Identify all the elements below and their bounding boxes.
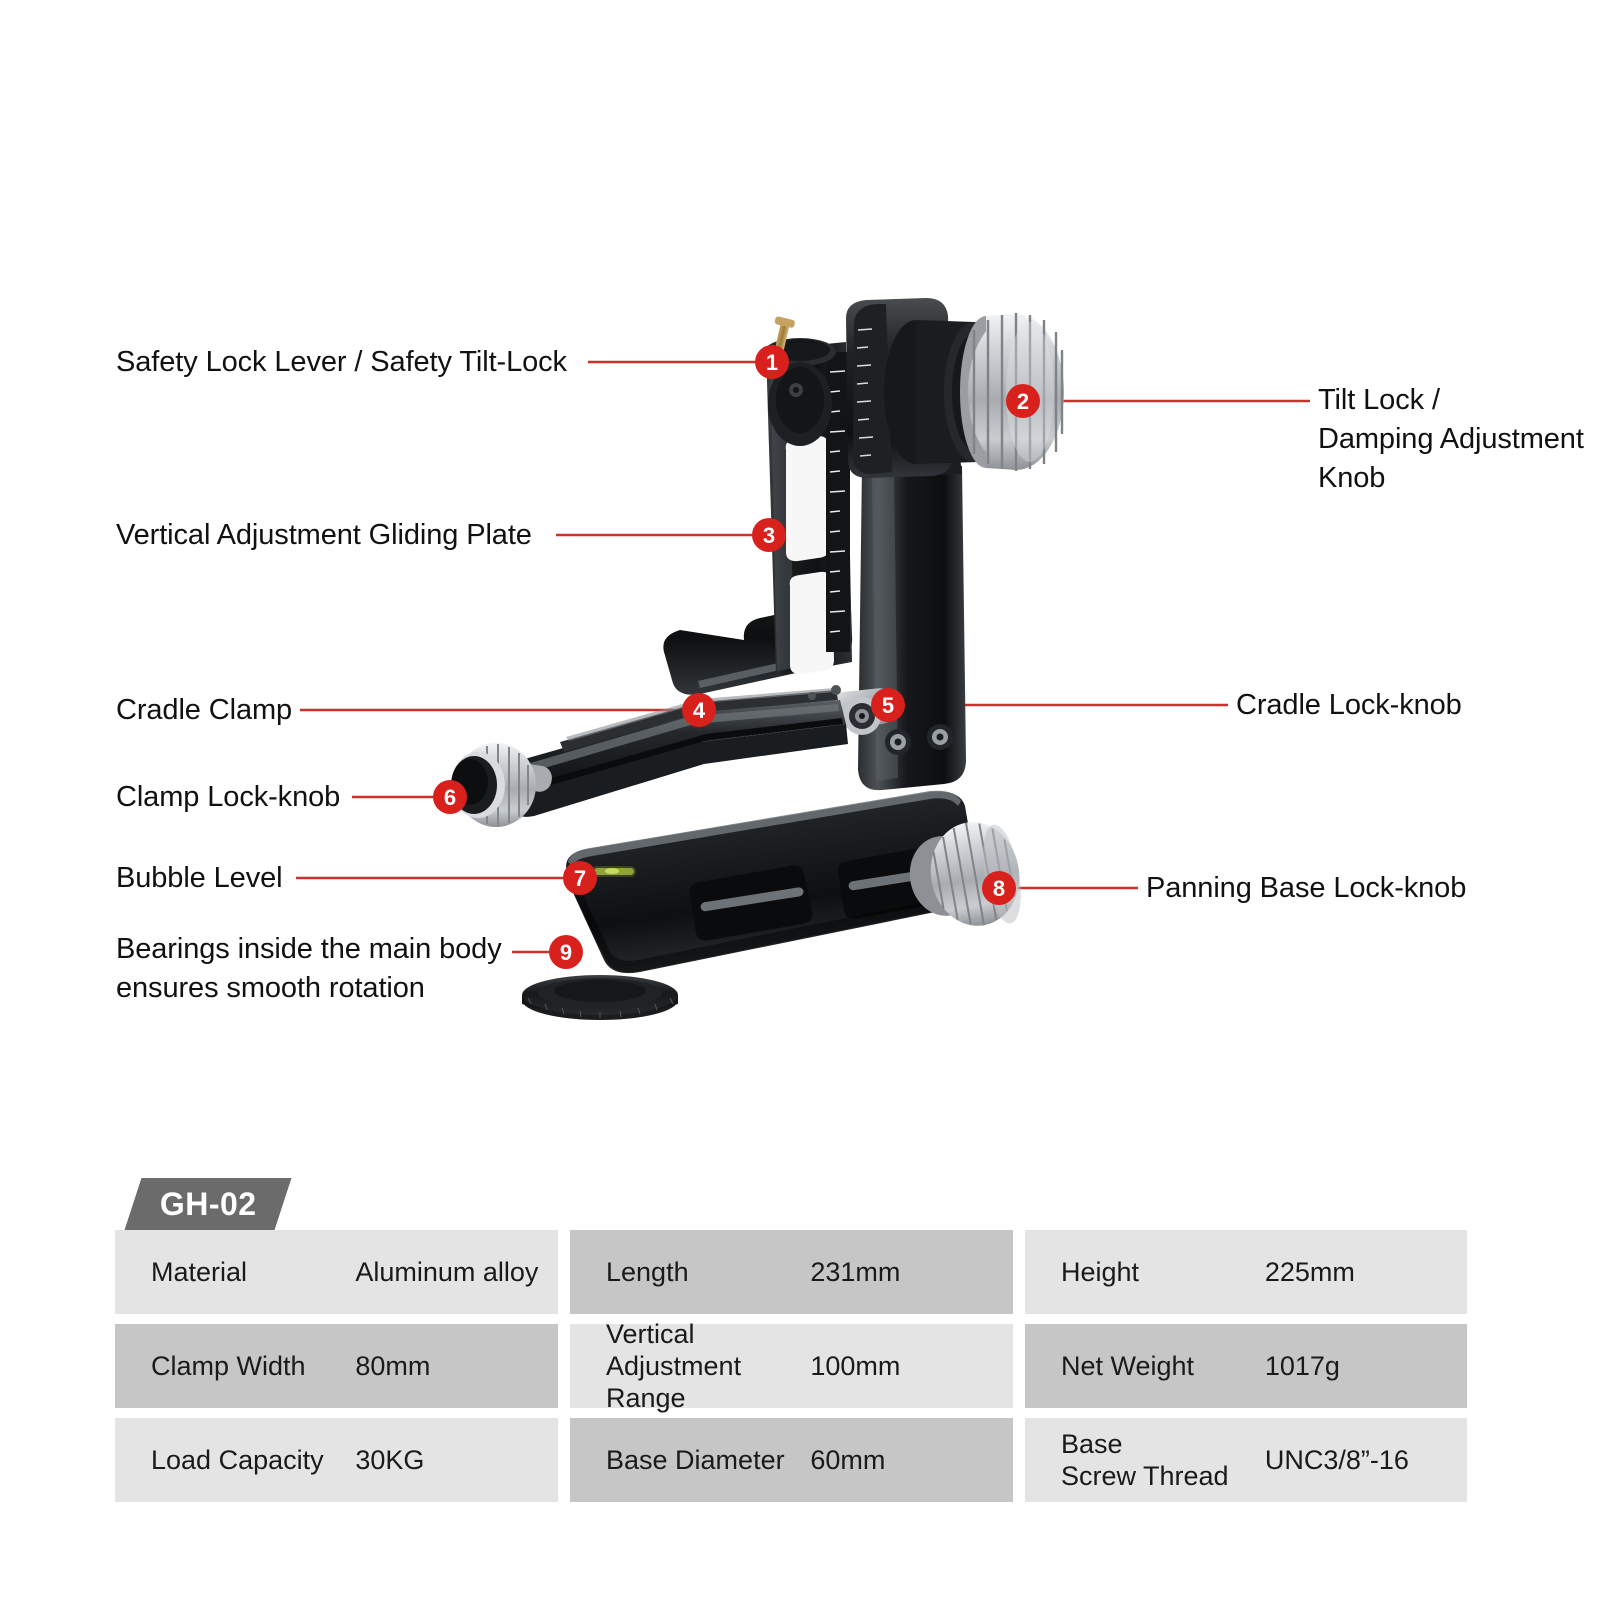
callout-markers: 1 2 3 4 5 6 7 8 9 (433, 345, 1040, 969)
spec-cell-vertical-adjustment-range: Vertical Adjustment Range 100mm (570, 1319, 1013, 1413)
callout-label-7: Bubble Level (116, 862, 283, 894)
callout-marker-3[interactable]: 3 (752, 518, 786, 552)
callout-label-5: Cradle Lock-knob (1236, 689, 1462, 721)
callout-marker-8[interactable]: 8 (982, 871, 1016, 905)
svg-text:8: 8 (993, 876, 1005, 901)
spec-value: Aluminum alloy (355, 1256, 539, 1287)
callout-marker-9[interactable]: 9 (549, 935, 583, 969)
callout-marker-1[interactable]: 1 (755, 345, 789, 379)
spec-key: Vertical Adjustment Range (606, 1319, 742, 1413)
svg-text:9: 9 (560, 940, 572, 965)
callout-marker-4[interactable]: 4 (682, 693, 716, 727)
svg-text:6: 6 (444, 785, 456, 810)
gimbal-head-illustration: 1 2 3 4 5 6 7 8 9 (296, 298, 1310, 1020)
spec-cell-clamp-width: Clamp Width 80mm (115, 1324, 558, 1408)
callout-label-2: Tilt Lock / Damping Adjustment Knob (1318, 384, 1584, 494)
leader-lines (296, 360, 1310, 954)
callout-label-1: Safety Lock Lever / Safety Tilt-Lock (116, 346, 567, 378)
callout-label-8: Panning Base Lock-knob (1146, 872, 1467, 904)
svg-text:4: 4 (693, 698, 706, 723)
spec-key: Base Screw Thread (1061, 1429, 1229, 1491)
spec-key: Net Weight (1061, 1350, 1195, 1381)
callout-label-9: Bearings inside the main body ensures sm… (116, 933, 502, 1004)
svg-text:1: 1 (766, 350, 778, 375)
spec-cell-load-capacity: Load Capacity 30KG (115, 1418, 558, 1502)
svg-text:7: 7 (574, 866, 586, 891)
spec-value: 80mm (355, 1350, 431, 1381)
spec-cell-length: Length 231mm (570, 1230, 1013, 1314)
gimbal-head-body (451, 298, 1064, 1020)
callout-label-3: Vertical Adjustment Gliding Plate (116, 519, 532, 551)
bubble-level-icon (592, 866, 636, 877)
svg-text:3: 3 (763, 523, 775, 548)
callout-marker-2[interactable]: 2 (1006, 384, 1040, 418)
callout-label-6: Clamp Lock-knob (116, 781, 341, 813)
table-row: Material Aluminum alloy Length 231mm Hei… (115, 1230, 1467, 1314)
spec-value: 225mm (1264, 1256, 1355, 1287)
callout-label-4: Cradle Clamp (116, 694, 293, 726)
spec-rows: Material Aluminum alloy Length 231mm Hei… (115, 1230, 1467, 1502)
callout-marker-5[interactable]: 5 (871, 688, 905, 722)
table-row: Clamp Width 80mm Vertical Adjustment Ran… (115, 1319, 1467, 1413)
callout-marker-6[interactable]: 6 (433, 780, 467, 814)
callout-marker-7[interactable]: 7 (563, 861, 597, 895)
product-diagram: 1 2 3 4 5 6 7 8 9 (116, 298, 1584, 1020)
spec-key: Clamp Width (151, 1350, 306, 1381)
spec-value: 231mm (810, 1256, 901, 1287)
spec-cell-net-weight: Net Weight 1017g (1025, 1324, 1467, 1408)
spec-cell-height: Height 225mm (1025, 1230, 1467, 1314)
table-row: Load Capacity 30KG Base Diameter 60mm Ba… (115, 1418, 1467, 1502)
cradle-clamp-plate (510, 688, 848, 817)
spec-key: Length (606, 1256, 689, 1287)
svg-text:5: 5 (882, 693, 894, 718)
spec-key: Material (151, 1256, 248, 1287)
spec-key: Load Capacity (151, 1444, 324, 1475)
spec-value: 60mm (810, 1444, 886, 1475)
spec-cell-base-screw-thread: Base Screw Thread UNC3/8”-16 (1025, 1418, 1467, 1502)
spec-value: 1017g (1264, 1350, 1340, 1381)
model-badge: GH-02 (115, 1178, 1455, 1230)
spec-value: UNC3/8”-16 (1264, 1444, 1409, 1475)
spec-value: 30KG (355, 1444, 425, 1475)
spec-cell-base-diameter: Base Diameter 60mm (570, 1418, 1013, 1502)
spec-key: Base Diameter (606, 1444, 785, 1475)
column-screws (885, 724, 953, 755)
spec-value: 100mm (810, 1350, 901, 1381)
spec-key: Height (1061, 1256, 1140, 1287)
spec-cell-material: Material Aluminum alloy (115, 1230, 558, 1314)
svg-text:2: 2 (1017, 389, 1029, 414)
tilt-dial-ring (853, 304, 892, 474)
model-badge-label: GH-02 (159, 1185, 257, 1222)
spec-table: GH-02 Material Aluminum alloy Length 231… (115, 1178, 1467, 1502)
